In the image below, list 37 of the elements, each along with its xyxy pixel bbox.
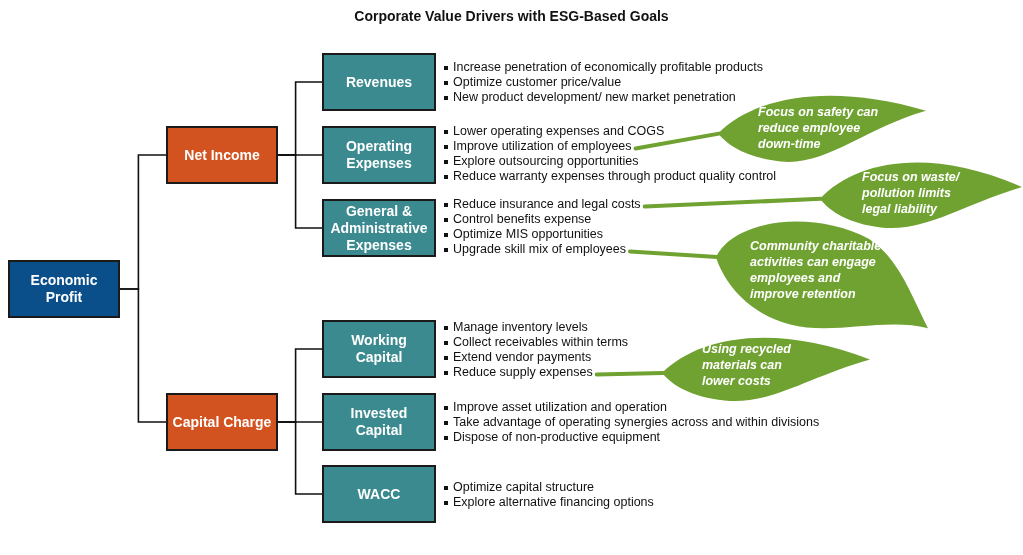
category-box: Capital Charge [166, 393, 278, 451]
bullet-item: Take advantage of operating synergies across and within divisions [444, 415, 820, 430]
driver-box: WACC [322, 465, 436, 523]
leaf-stem [642, 196, 823, 209]
connector-line [277, 154, 323, 229]
bullet-item: Reduce supply expenses [444, 365, 593, 380]
bullet-item: Control benefits expense [444, 212, 592, 227]
driver-box: Invested Capital [322, 393, 436, 451]
bullet-item: Extend vendor payments [444, 350, 592, 365]
bullet-item: Upgrade skill mix of employees [444, 242, 626, 257]
bullet-item: Optimize capital structure [444, 480, 595, 495]
leaf-stem [628, 249, 719, 259]
bullet-item: Optimize customer price/value [444, 75, 622, 90]
bullet-item: Reduce insurance and legal costs [444, 197, 641, 212]
leaf-stem [594, 371, 665, 377]
diagram-title: Corporate Value Drivers with ESG-Based Goals [353, 8, 670, 24]
bullet-item: Explore outsourcing opportunities [444, 154, 639, 169]
connector-line [119, 288, 167, 423]
driver-box: Working Capital [322, 320, 436, 378]
bullet-item: Manage inventory levels [444, 320, 588, 335]
bullet-item: Lower operating expenses and COGS [444, 124, 665, 139]
category-box: Net Income [166, 126, 278, 184]
bullet-item: New product development/ new market penetration [444, 90, 736, 105]
driver-box: General & Administrative Expenses [322, 199, 436, 257]
bullet-item: Dispose of non-productive equipment [444, 430, 661, 445]
bullet-item: Reduce warranty expenses through product quality control [444, 169, 777, 184]
connector-line [277, 421, 323, 495]
driver-box: Operating Expenses [322, 126, 436, 184]
bullet-item: Collect receivables within terms [444, 335, 629, 350]
leaf-stem [633, 131, 721, 151]
bullet-item: Optimize MIS opportunities [444, 227, 604, 242]
bullet-item: Improve utilization of employees [444, 139, 632, 154]
bullet-item: Explore alternative financing options [444, 495, 654, 510]
bullet-item: Increase penetration of economically profitable products [444, 60, 763, 75]
root-box: Economic Profit [8, 260, 120, 318]
driver-box: Revenues [322, 53, 436, 111]
bullet-item: Improve asset utilization and operation [444, 400, 667, 415]
